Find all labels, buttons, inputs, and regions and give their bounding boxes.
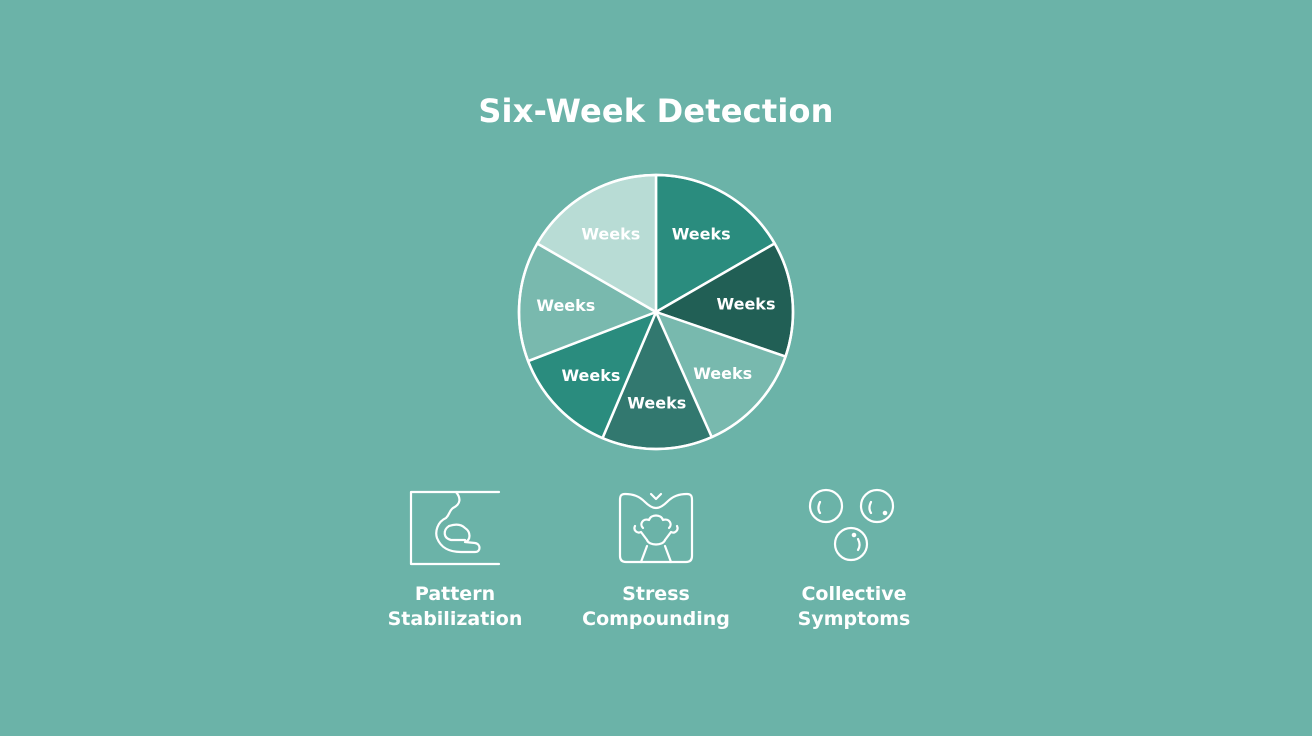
page-title: Six-Week Detection [478,92,834,130]
feature-stress-compounding: Stress Compounding [546,488,766,632]
feature-label-line2: Compounding [582,608,730,630]
feature-label-line1: Collective [801,583,907,605]
feature-pattern-stabilization: Pattern Stabilization [345,488,565,632]
feature-label-line1: Stress [622,583,690,605]
feature-label-line2: Symptoms [797,608,911,630]
pie-slice-label: Weeks [627,393,686,412]
feature-label-line1: Pattern [414,583,496,605]
profile-head-icon [409,490,501,566]
bubbles-icon [808,488,895,562]
feature-collective-symptoms: Collective Symptoms [744,488,964,632]
pie-slice-label: Weeks [561,366,620,385]
pie-slice-label: Weeks [672,225,731,244]
pie-outline [517,173,795,451]
pie-slice-label: Weeks [693,364,752,383]
pie-slice-label: Weeks [581,225,640,244]
pie-slice-label: Weeks [536,296,595,315]
pie-slice-label: Weeks [717,294,776,313]
feature-label-line2: Stabilization [387,608,523,630]
stress-figure-icon [618,492,694,564]
